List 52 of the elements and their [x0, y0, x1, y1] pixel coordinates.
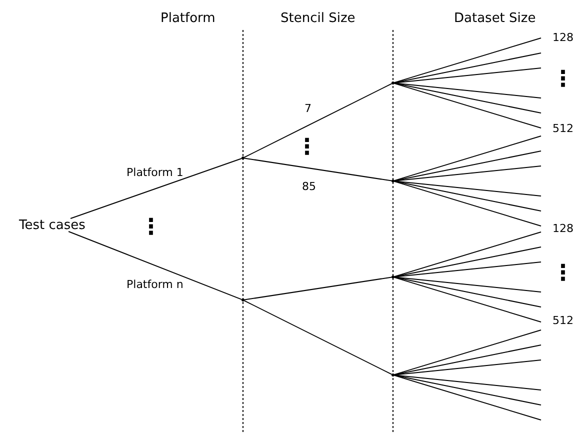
branch-line: [394, 374, 542, 390]
ellipsis: ⋮: [140, 217, 162, 239]
branch-line: [394, 330, 542, 376]
branch-line: [68, 231, 242, 300]
branch-line: [394, 82, 542, 128]
branch-line: [394, 276, 542, 292]
branch-line: [244, 300, 392, 375]
branch-line: [244, 276, 392, 300]
column-header: Dataset Size: [454, 12, 536, 24]
branch-line: [394, 374, 542, 406]
junction-point: [242, 298, 244, 302]
branch-line: [394, 136, 542, 182]
branch-line: [394, 52, 542, 84]
dataset-size-value: 512: [552, 122, 573, 134]
column-header: Platform: [160, 12, 216, 24]
branch-line: [394, 374, 542, 420]
column-header: Stencil Size: [280, 12, 356, 24]
ellipsis: ⋮: [296, 137, 318, 159]
branch-line: [394, 82, 542, 114]
edge-label: Platform n: [126, 278, 184, 290]
branch-line: [244, 158, 392, 182]
branch-line: [394, 180, 542, 226]
branch-line: [394, 360, 542, 376]
dataset-size-value: 128: [552, 222, 573, 234]
junction-point: [392, 180, 394, 182]
branch-line: [394, 246, 542, 278]
branch-line: [394, 166, 542, 182]
dataset-size-value: 128: [552, 32, 573, 42]
ellipsis: ⋮: [552, 263, 573, 285]
branch-line: [394, 344, 542, 376]
branch-line: [394, 276, 542, 308]
branch-line: [394, 180, 542, 196]
branch-line: [394, 262, 542, 278]
branch-line: [70, 158, 242, 219]
junction-point: [392, 276, 394, 278]
root-label: Test cases: [19, 218, 86, 232]
edge-label: 85: [302, 180, 316, 192]
branch-line: [394, 180, 542, 212]
ellipsis: ⋮: [552, 69, 573, 91]
edge-label: 7: [304, 102, 312, 114]
branch-line: [244, 83, 392, 158]
edge-label: Platform 1: [126, 166, 184, 178]
junction-point: [242, 156, 244, 160]
junction-point: [392, 82, 394, 84]
dataset-size-value: 512: [552, 314, 573, 326]
branch-line: [394, 38, 542, 84]
branch-line: [394, 82, 542, 98]
branch-line: [394, 150, 542, 182]
branch-line: [394, 276, 542, 322]
junction-point: [392, 374, 394, 376]
branch-line: [394, 232, 542, 278]
branch-line: [394, 68, 542, 84]
